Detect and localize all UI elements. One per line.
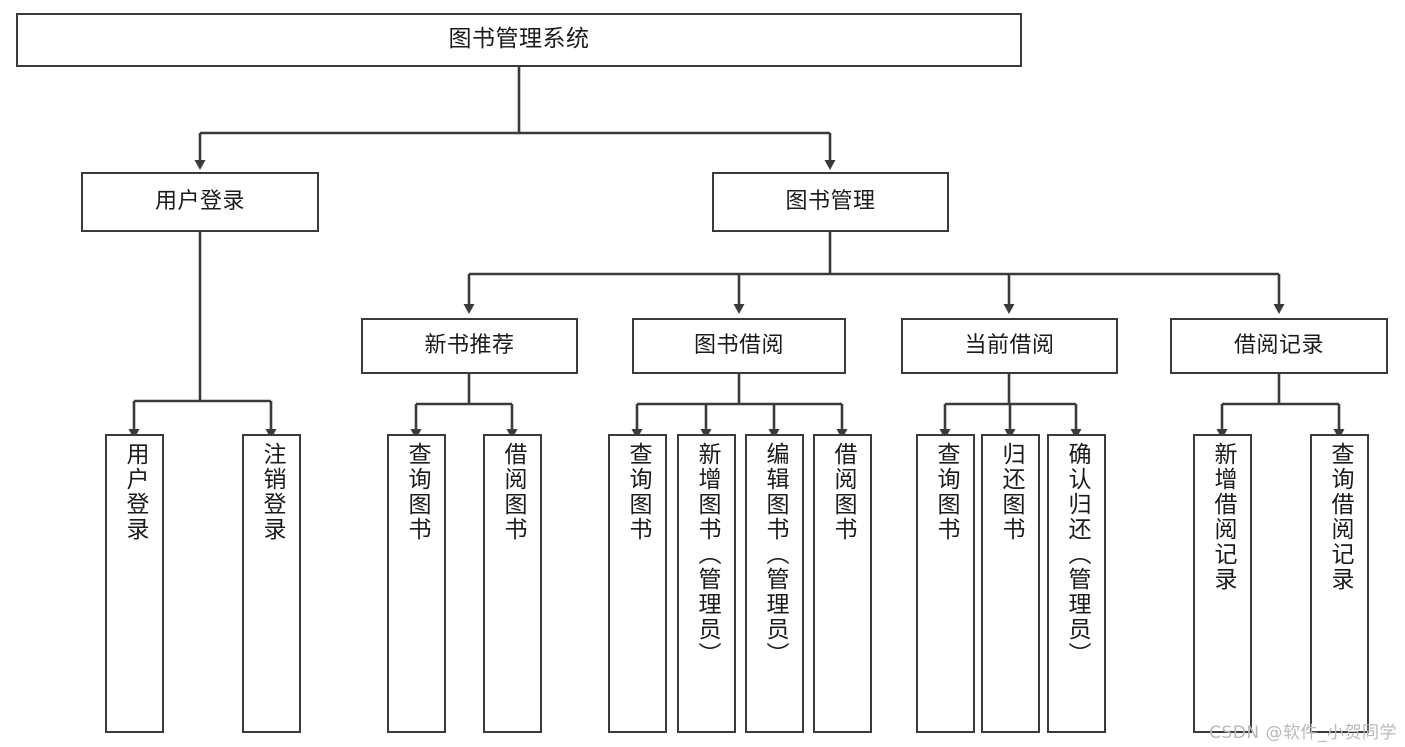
node-book-management[interactable]: 图书管理 [712, 172, 949, 232]
node-user-login-label: 用户登录 [154, 189, 245, 215]
node-new-book-recommend-label: 新书推荐 [424, 333, 515, 359]
node-book-borrow[interactable]: 图书借阅 [632, 318, 846, 374]
node-current-borrow-label: 当前借阅 [964, 333, 1055, 359]
node-leaf-query-book-current[interactable]: 查询图书 [916, 434, 975, 733]
node-leaf-add-book-label: 新增图书（管理员） [694, 442, 720, 667]
node-root[interactable]: 图书管理系统 [16, 13, 1022, 67]
node-leaf-add-borrow-record[interactable]: 新增借阅记录 [1193, 434, 1252, 733]
node-leaf-borrow-book-label: 借阅图书 [830, 442, 856, 542]
node-leaf-query-book-current-label: 查询图书 [933, 442, 959, 542]
node-leaf-query-book-recommend[interactable]: 查询图书 [387, 434, 446, 733]
node-leaf-confirm-return[interactable]: 确认归还（管理员） [1047, 434, 1106, 733]
node-root-label: 图书管理系统 [448, 26, 590, 53]
node-leaf-return-book[interactable]: 归还图书 [981, 434, 1040, 733]
node-leaf-add-book[interactable]: 新增图书（管理员） [677, 434, 736, 733]
node-leaf-query-borrow-record[interactable]: 查询借阅记录 [1310, 434, 1369, 733]
node-book-management-label: 图书管理 [785, 189, 876, 215]
node-leaf-user-login-label: 用户登录 [122, 442, 148, 542]
node-leaf-logout-label: 注销登录 [259, 442, 285, 542]
node-current-borrow[interactable]: 当前借阅 [901, 318, 1118, 374]
node-leaf-borrow-book[interactable]: 借阅图书 [813, 434, 872, 733]
node-new-book-recommend[interactable]: 新书推荐 [361, 318, 578, 374]
node-leaf-user-login[interactable]: 用户登录 [105, 434, 164, 733]
node-leaf-query-borrow-record-label: 查询借阅记录 [1327, 442, 1353, 592]
node-leaf-query-book-borrow-label: 查询图书 [625, 442, 651, 542]
node-leaf-borrow-book-recommend[interactable]: 借阅图书 [483, 434, 542, 733]
node-leaf-query-book-borrow[interactable]: 查询图书 [608, 434, 667, 733]
node-leaf-edit-book[interactable]: 编辑图书（管理员） [745, 434, 804, 733]
node-leaf-confirm-return-label: 确认归还（管理员） [1064, 442, 1090, 667]
node-user-login[interactable]: 用户登录 [81, 172, 319, 232]
node-leaf-edit-book-label: 编辑图书（管理员） [762, 442, 788, 667]
node-book-borrow-label: 图书借阅 [693, 333, 784, 359]
node-leaf-query-book-recommend-label: 查询图书 [404, 442, 430, 542]
node-leaf-logout[interactable]: 注销登录 [242, 434, 301, 733]
watermark-text: CSDN @软件_小贺同学 [1209, 723, 1397, 743]
node-leaf-return-book-label: 归还图书 [998, 442, 1024, 542]
node-leaf-add-borrow-record-label: 新增借阅记录 [1210, 442, 1236, 592]
node-leaf-borrow-book-recommend-label: 借阅图书 [500, 442, 526, 542]
node-borrow-record-label: 借阅记录 [1233, 333, 1324, 359]
node-borrow-record[interactable]: 借阅记录 [1170, 318, 1388, 374]
